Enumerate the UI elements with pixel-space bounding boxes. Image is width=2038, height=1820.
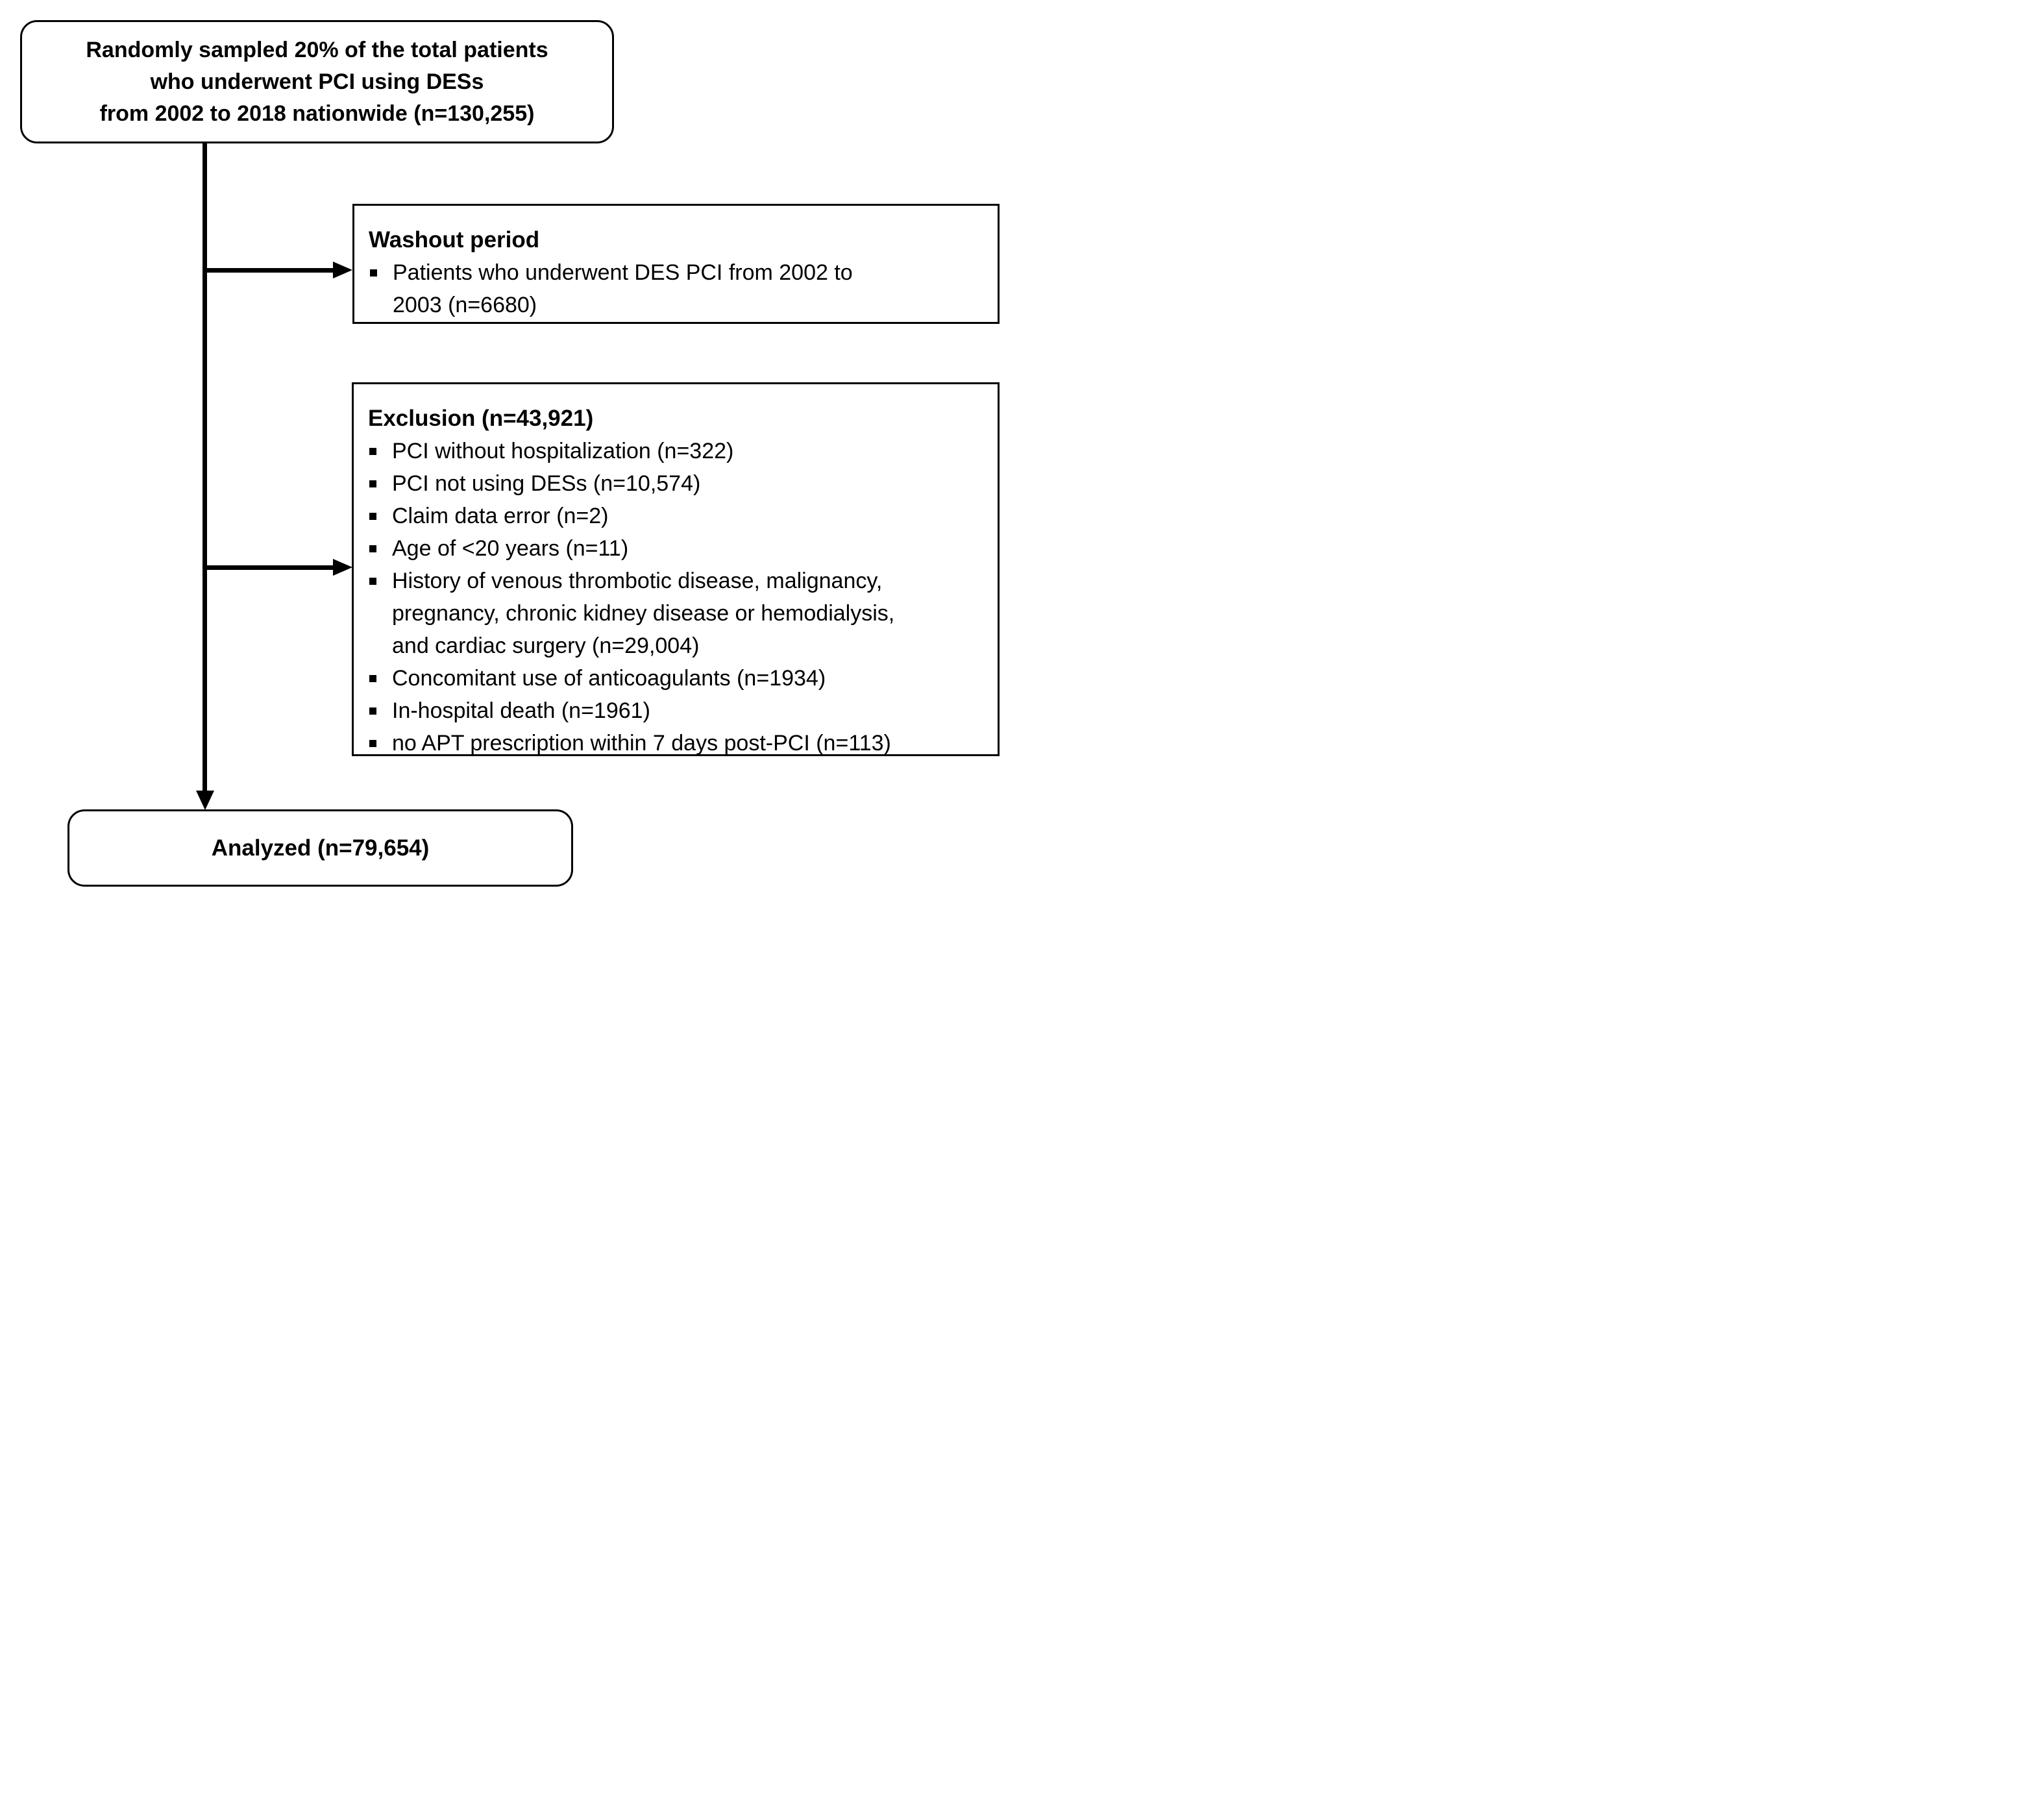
washout-item-text: Patients who underwent DES PCI from 2002… [393, 260, 853, 317]
bullet-square-icon [369, 740, 376, 747]
washout-box: Washout period Patients who underwent DE… [352, 204, 1000, 324]
start-box-line: who underwent PCI using DESs [150, 69, 484, 94]
exclusion-item-text: PCI not using DESs (n=10,574) [392, 471, 701, 496]
list-item: In-hospital death (n=1961) [368, 695, 986, 727]
exclusion-box: Exclusion (n=43,921) PCI without hospita… [352, 382, 1000, 756]
list-item: Concomitant use of anticoagulants (n=193… [368, 662, 986, 695]
list-item: History of venous thrombotic disease, ma… [368, 565, 986, 662]
bullet-square-icon [370, 269, 377, 277]
bullet-square-icon [369, 448, 376, 455]
bullet-square-icon [369, 707, 376, 715]
exclusion-item-text: PCI without hospitalization (n=322) [392, 439, 734, 463]
exclusion-item-text: History of venous thrombotic disease, ma… [392, 569, 895, 658]
bullet-square-icon [369, 480, 376, 487]
list-item: Claim data error (n=2) [368, 500, 986, 532]
exclusion-arrowhead-icon [333, 559, 352, 576]
bullet-square-icon [369, 513, 376, 520]
exclusion-title: Exclusion (n=43,921) [368, 406, 594, 431]
exclusion-item-text: Claim data error (n=2) [392, 504, 609, 528]
start-box-line: from 2002 to 2018 nationwide (n=130,255) [99, 101, 535, 126]
list-item: PCI not using DESs (n=10,574) [368, 467, 986, 500]
exclusion-branch-line [204, 565, 334, 570]
analyzed-box-text: Analyzed (n=79,654) [211, 835, 430, 861]
exclusion-item-text: Age of <20 years (n=11) [392, 536, 629, 561]
patient-flow-diagram: Randomly sampled 20% of the total patien… [0, 0, 1019, 910]
start-box: Randomly sampled 20% of the total patien… [20, 20, 614, 143]
start-box-line: Randomly sampled 20% of the total patien… [86, 37, 548, 62]
analyzed-box: Analyzed (n=79,654) [68, 809, 573, 887]
list-item: Patients who underwent DES PCI from 2002… [369, 256, 985, 321]
bullet-square-icon [369, 545, 376, 552]
washout-branch-line [204, 268, 334, 273]
exclusion-item-text: no APT prescription within 7 days post-P… [392, 731, 891, 756]
exclusion-list: PCI without hospitalization (n=322) PCI … [368, 435, 986, 759]
exclusion-item-text: Concomitant use of anticoagulants (n=193… [392, 666, 826, 691]
down-arrowhead-icon [196, 791, 214, 810]
washout-title: Washout period [369, 227, 540, 252]
main-vertical-connector [203, 143, 207, 793]
list-item: no APT prescription within 7 days post-P… [368, 727, 986, 759]
washout-arrowhead-icon [333, 262, 352, 278]
list-item: Age of <20 years (n=11) [368, 532, 986, 565]
washout-list: Patients who underwent DES PCI from 2002… [369, 256, 985, 321]
bullet-square-icon [369, 578, 376, 585]
bullet-square-icon [369, 675, 376, 682]
list-item: PCI without hospitalization (n=322) [368, 435, 986, 467]
exclusion-item-text: In-hospital death (n=1961) [392, 698, 650, 723]
